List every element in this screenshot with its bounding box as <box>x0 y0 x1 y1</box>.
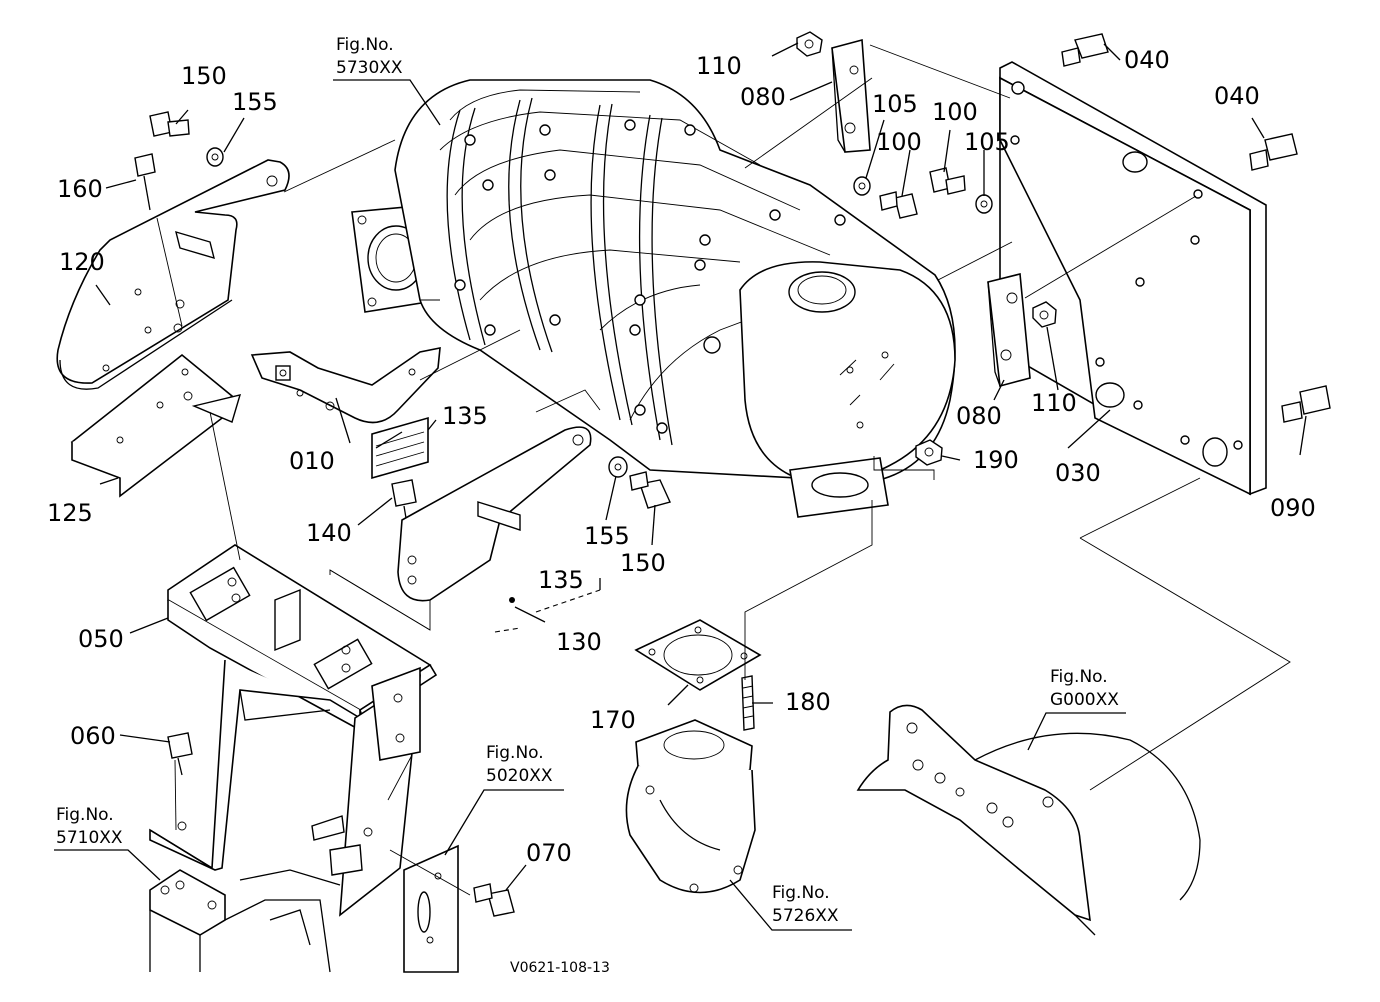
gasket-170 <box>634 619 762 691</box>
dpf-muffler-assembly <box>351 79 956 518</box>
part-label-170: 170 <box>590 706 636 734</box>
part-label-050: 050 <box>78 625 124 653</box>
part-label-155-lower: 155 <box>584 522 630 550</box>
exhaust-elbow <box>625 719 756 894</box>
fig-ref-5730-number: 5730XX <box>336 58 403 78</box>
pad-135 <box>371 416 429 480</box>
part-label-125: 125 <box>47 499 93 527</box>
leader-lines <box>95 42 1307 896</box>
part-label-120: 120 <box>59 248 105 276</box>
fig-ref-5726-top: Fig.No. <box>772 883 830 903</box>
part-label-090: 090 <box>1270 494 1316 522</box>
engine-mount-plate <box>403 844 459 973</box>
figure-reference-5726: Fig.No. 5726XX <box>729 879 852 931</box>
fig-ref-g000-top: Fig.No. <box>1050 667 1108 687</box>
part-label-105-right: 105 <box>964 128 1010 156</box>
part-label-150-upper: 150 <box>181 62 227 90</box>
part-number-callouts: 150 155 160 120 125 010 135 140 155 150 … <box>47 46 1316 867</box>
figure-reference-5020: Fig.No. 5020XX <box>444 743 564 856</box>
fig-ref-5710-top: Fig.No. <box>56 805 114 825</box>
bracket-120 <box>56 159 290 390</box>
part-label-010: 010 <box>289 447 335 475</box>
part-label-190: 190 <box>973 446 1019 474</box>
diagram-code: V0621-108-13 <box>510 960 610 976</box>
fig-ref-5020-number: 5020XX <box>486 766 553 786</box>
part-label-135-upper: 135 <box>442 402 488 430</box>
part-label-135-lower: 135 <box>538 566 584 594</box>
bracket-080-lower <box>987 272 1031 388</box>
part-label-060: 060 <box>70 722 116 750</box>
part-label-110-upper: 110 <box>696 52 742 80</box>
part-label-040-right: 040 <box>1214 82 1260 110</box>
fig-ref-5726-number: 5726XX <box>772 906 839 926</box>
part-label-080-lower: 080 <box>956 402 1002 430</box>
part-label-155-upper: 155 <box>232 88 278 116</box>
fig-ref-5710-number: 5710XX <box>56 828 123 848</box>
engine-flywheel-housing <box>856 704 1201 936</box>
bracket-080-upper <box>831 38 871 153</box>
bracket-010 <box>250 347 441 424</box>
part-label-160: 160 <box>57 175 103 203</box>
part-label-150-lower: 150 <box>620 549 666 577</box>
part-label-100-right: 100 <box>932 98 978 126</box>
figure-reference-g000: Fig.No. G000XX <box>1027 667 1126 751</box>
bracket-050 <box>149 544 438 917</box>
part-label-105-left: 105 <box>872 90 918 118</box>
fig-ref-5730-top: Fig.No. <box>336 35 394 55</box>
figure-reference-5710: Fig.No. 5710XX <box>54 805 161 881</box>
hardware-fasteners <box>134 31 1331 917</box>
fig-ref-5020-top: Fig.No. <box>486 743 544 763</box>
part-label-100-left: 100 <box>876 128 922 156</box>
part-label-070: 070 <box>526 839 572 867</box>
bracket-130 <box>397 426 592 603</box>
mounting-plate-030 <box>999 61 1267 496</box>
engine-block-section <box>149 869 341 973</box>
part-label-080-upper: 080 <box>740 83 786 111</box>
part-label-030: 030 <box>1055 459 1101 487</box>
bracket-125 <box>70 353 242 498</box>
figure-reference-5730: Fig.No. 5730XX <box>333 35 441 126</box>
part-label-040-upper: 040 <box>1124 46 1170 74</box>
fig-ref-g000-number: G000XX <box>1050 690 1119 710</box>
part-label-110-lower: 110 <box>1031 389 1077 417</box>
part-label-180: 180 <box>785 688 831 716</box>
part-label-130: 130 <box>556 628 602 656</box>
part-label-140: 140 <box>306 519 352 547</box>
